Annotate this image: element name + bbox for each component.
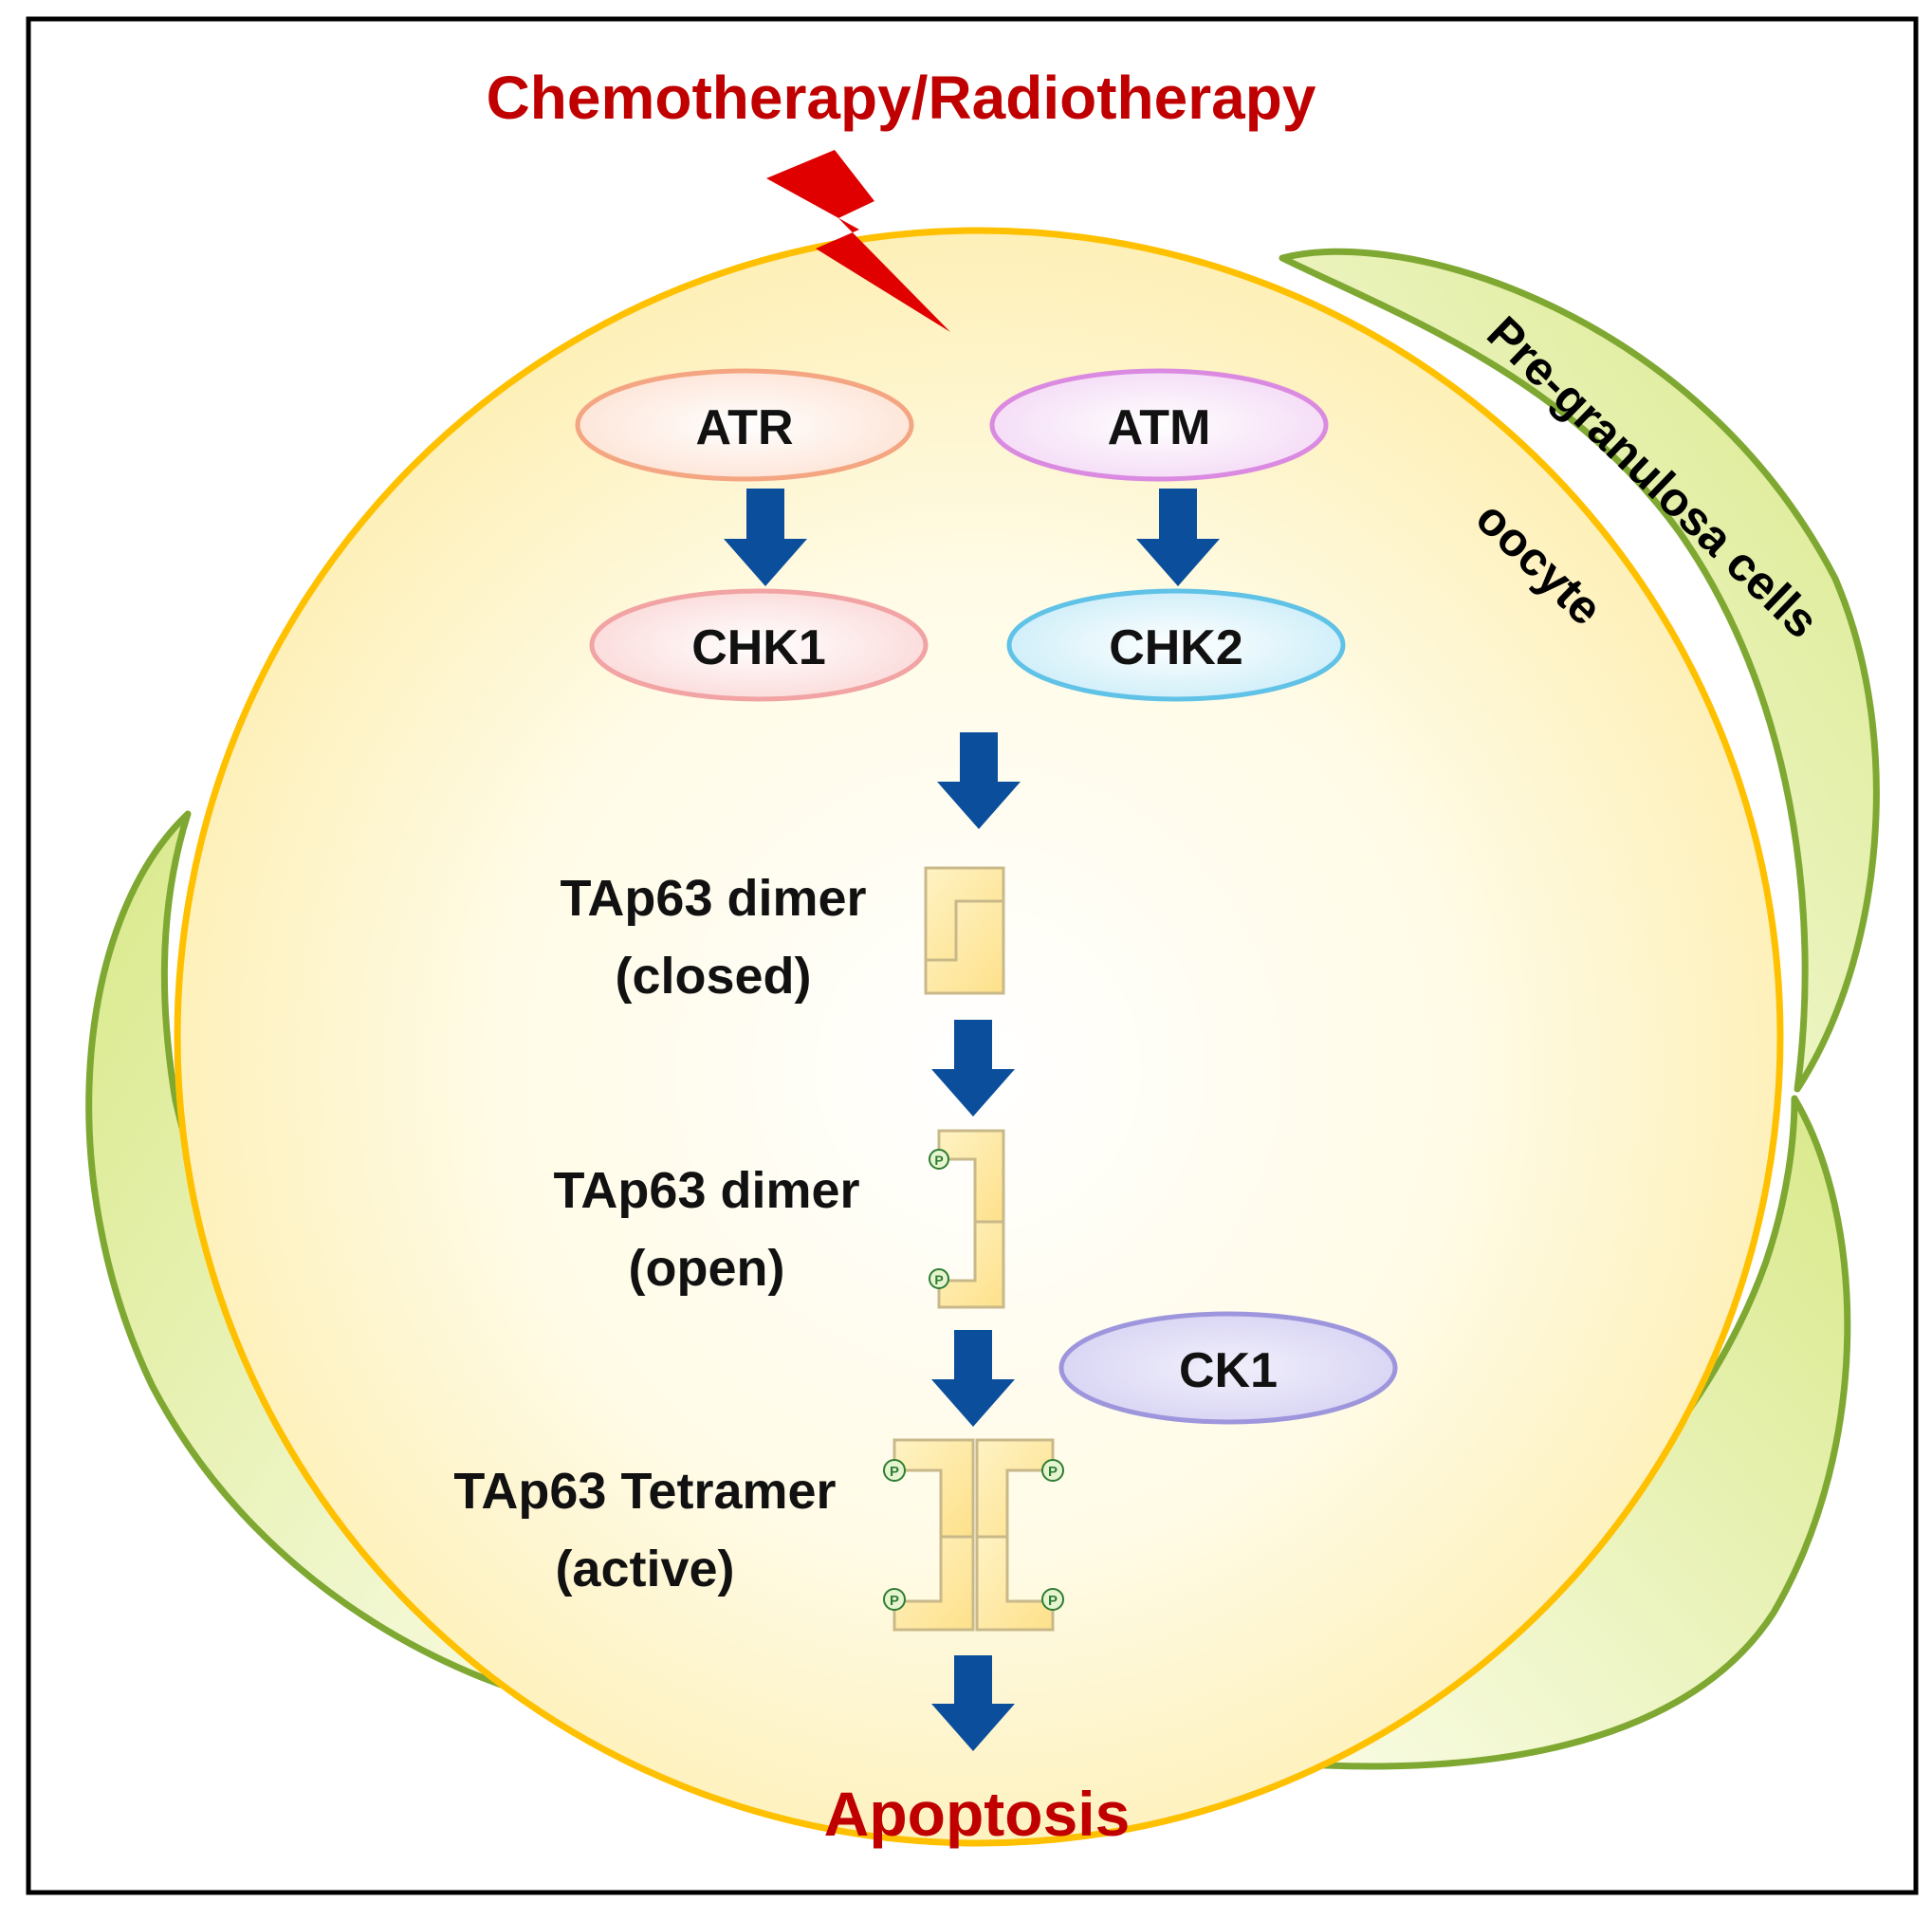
arrow-atr-chk1 <box>724 489 807 586</box>
ck1-node <box>1058 1311 1398 1425</box>
chk1-label: CHK1 <box>691 620 826 675</box>
arrow-tetramer-to-apoptosis <box>931 1655 1015 1751</box>
svg-text:P: P <box>890 1593 899 1609</box>
closed-dimer-icon <box>924 866 1005 995</box>
svg-text:P: P <box>934 1272 943 1287</box>
svg-text:P: P <box>934 1153 943 1168</box>
open-dimer-icon <box>937 1129 1005 1309</box>
chk2-label: CHK2 <box>1109 620 1243 675</box>
atr-label: ATR <box>695 400 793 455</box>
arrow-open-to-tetramer <box>931 1330 1015 1427</box>
tetramer-label-line2: (active) <box>555 1541 734 1597</box>
lightning-bolt-icon <box>766 150 950 332</box>
chk1-node <box>589 588 929 702</box>
tetramer-phospho: P P P P <box>883 1459 1064 1611</box>
arrow-atm-chk2 <box>1136 489 1220 586</box>
arrow-closed-to-open <box>931 1020 1015 1117</box>
closed-dimer-label-line2: (closed) <box>615 948 811 1005</box>
tetramer-label-line1: TAp63 Tetramer <box>453 1463 836 1520</box>
open-dimer-label-line1: TAp63 dimer <box>553 1162 859 1219</box>
svg-text:P: P <box>1048 1464 1058 1480</box>
open-dimer-phospho: P P <box>929 1149 949 1289</box>
atm-label: ATM <box>1108 400 1211 455</box>
granulosa-cell-top-right <box>1279 248 1880 1093</box>
atr-node <box>575 368 914 482</box>
arrow-chk-to-dimer <box>937 732 1021 829</box>
svg-text:P: P <box>1048 1593 1058 1609</box>
ck1-label: CK1 <box>1179 1343 1278 1398</box>
closed-dimer-label-line1: TAp63 dimer <box>560 870 866 927</box>
outcome-label: Apoptosis <box>824 1779 1131 1849</box>
title: Chemotherapy/Radiotherapy <box>487 64 1316 132</box>
chk2-node <box>1006 588 1346 702</box>
open-dimer-label-line2: (open) <box>629 1240 785 1297</box>
tetramer-icon <box>892 1438 1055 1632</box>
atm-node <box>989 368 1329 482</box>
svg-text:P: P <box>890 1464 899 1480</box>
